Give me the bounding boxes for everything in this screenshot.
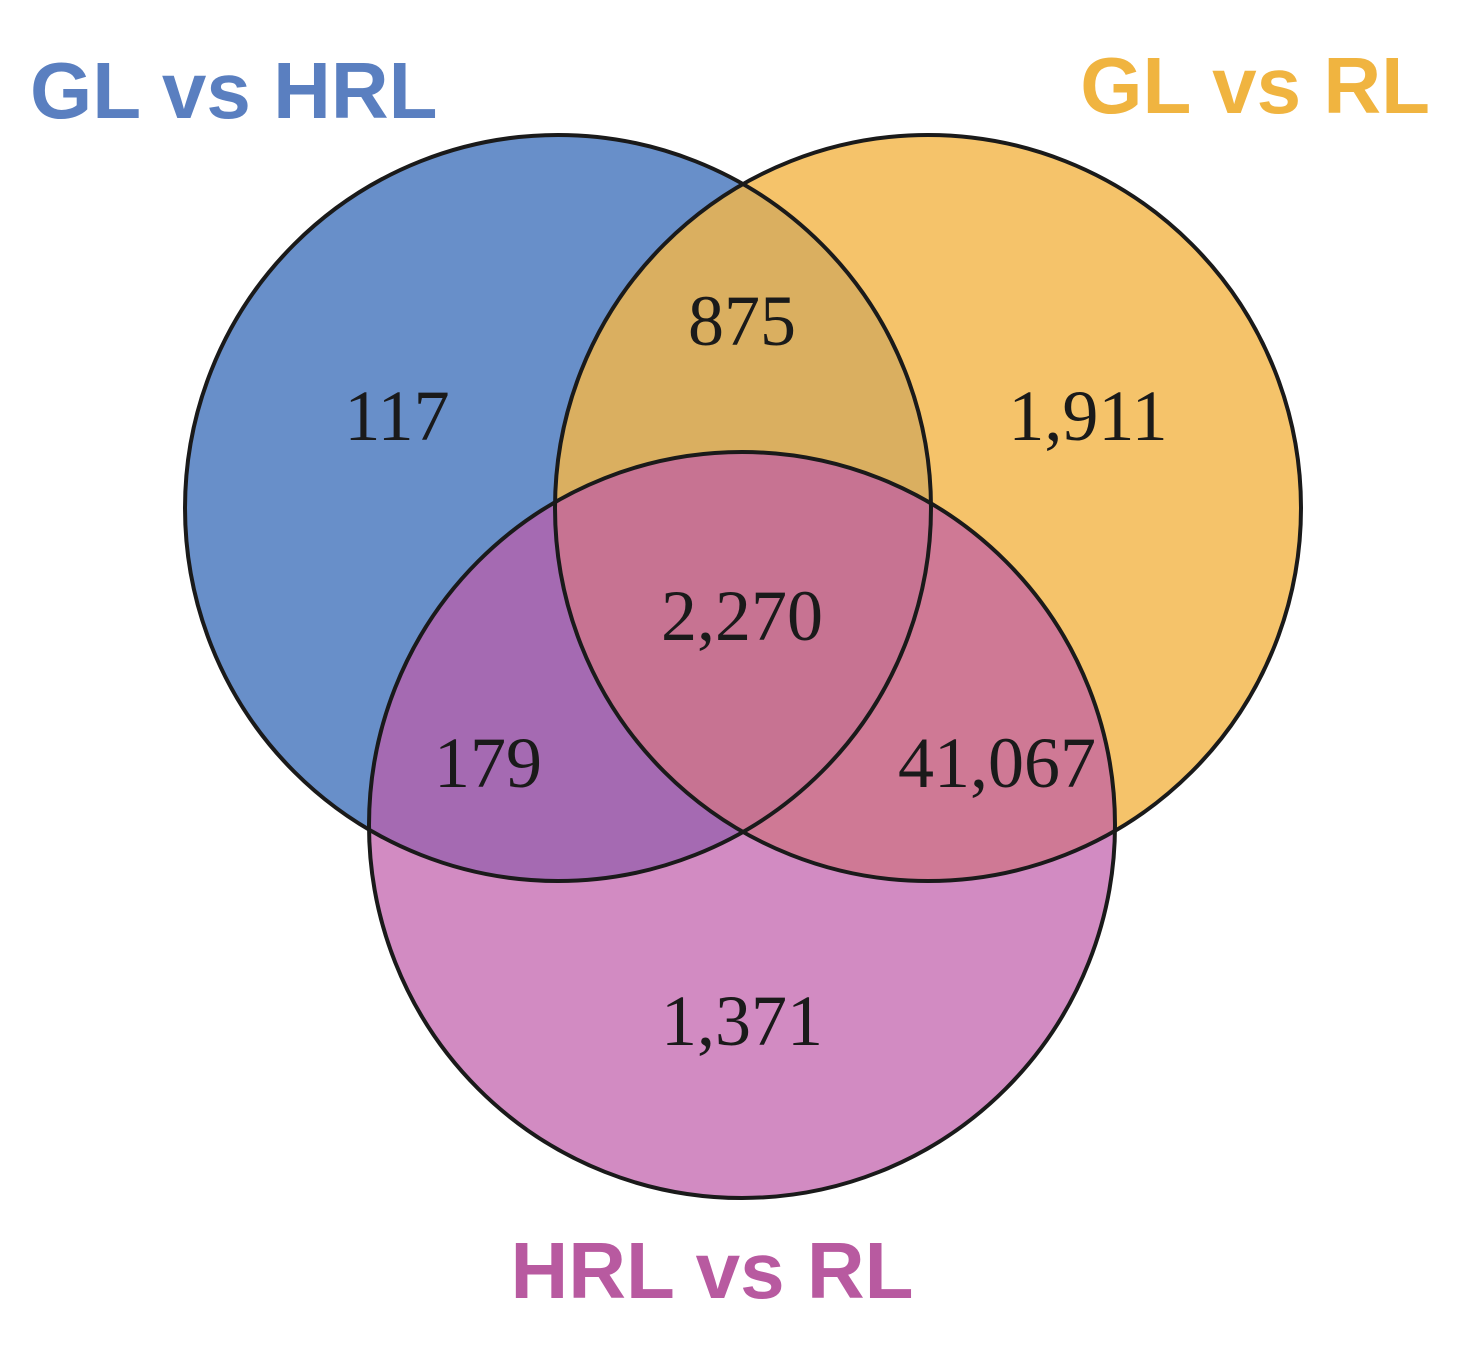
count-hrl-vs-rl-only: 1,371: [661, 981, 823, 1061]
set-label-hrl-vs-rl: HRL vs RL: [510, 1226, 913, 1315]
set-label-gl-vs-hrl: GL vs HRL: [30, 46, 438, 135]
count-gl-vs-hrl-only: 117: [344, 376, 449, 456]
venn-outlines: [183, 133, 1303, 1200]
outline-gl-vs-hrl: [183, 133, 933, 883]
set-label-gl-vs-rl: GL vs RL: [1080, 41, 1430, 130]
outline-hrl-vs-rl: [367, 450, 1117, 1200]
count-gl-vs-rl-and-hrl-vs-rl: 41,067: [898, 723, 1096, 803]
count-gl-vs-rl-only: 1,911: [1008, 376, 1167, 456]
outline-gl-vs-rl: [553, 133, 1303, 883]
count-gl-vs-hrl-and-hrl-vs-rl: 179: [434, 723, 542, 803]
region-counts: 117 875 1,911 2,270 179 41,067 1,371: [344, 281, 1167, 1061]
venn-circles: [185, 135, 1301, 1198]
circle-hrl-vs-rl: [369, 452, 1115, 1198]
count-gl-vs-hrl-and-gl-vs-rl: 875: [688, 281, 796, 361]
count-all-three: 2,270: [661, 576, 823, 656]
